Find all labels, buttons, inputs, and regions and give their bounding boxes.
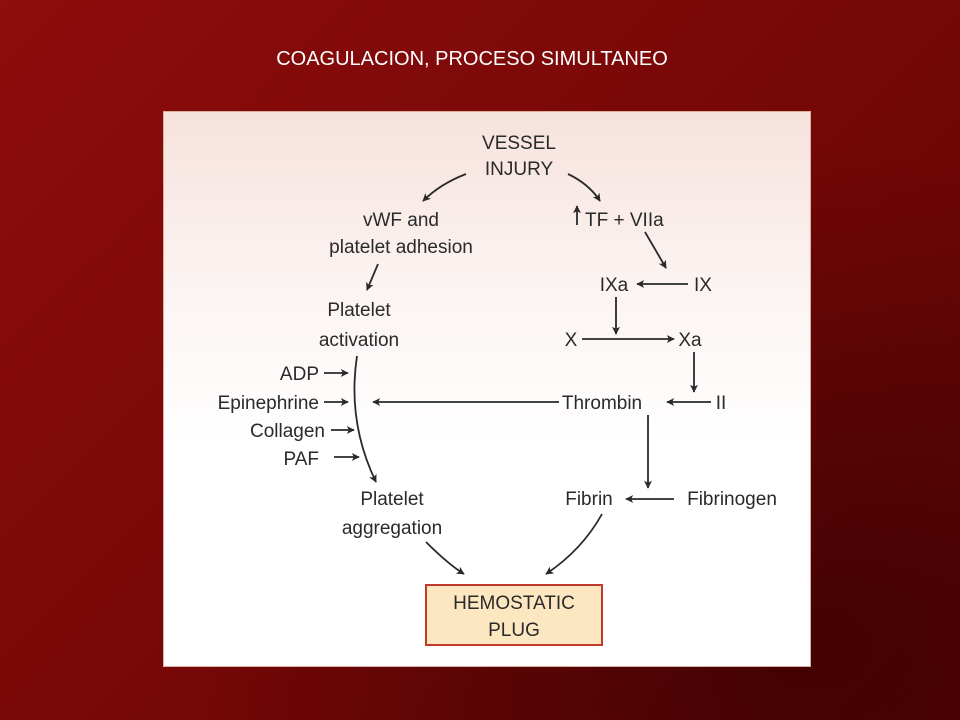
thrombin-label: Thrombin: [562, 393, 642, 414]
arrow-tf-to-ixa: [644, 231, 667, 269]
platelet-aggregation-label-2: aggregation: [342, 518, 442, 539]
vessel-injury-label-2: INJURY: [485, 159, 554, 180]
fibrinogen-label: Fibrinogen: [687, 489, 777, 510]
hemostatic-plug-label-1: HEMOSTATIC: [453, 593, 575, 614]
vwf-adhesion-label-2: platelet adhesion: [329, 237, 473, 258]
agonist-epinephrine-label: Epinephrine: [218, 393, 319, 414]
x-label: X: [565, 330, 578, 351]
agonist-collagen-label: Collagen: [250, 421, 325, 442]
coagulation-diagram: VESSEL INJURY vWF and platelet adhesion …: [163, 111, 811, 667]
arrow-fibrin-to-plug: [545, 513, 603, 575]
arrow-vwf-to-activation: [366, 263, 379, 291]
arrow-injury-to-vwf: [422, 173, 467, 202]
vessel-injury-label-1: VESSEL: [482, 133, 556, 154]
xa-label: Xa: [678, 330, 702, 351]
agonist-adp-label: ADP: [280, 364, 319, 385]
tf-viia-label: TF + VIIa: [585, 210, 664, 231]
agonist-paf-label: PAF: [283, 449, 319, 470]
fibrin-label: Fibrin: [565, 489, 613, 510]
hemostatic-plug-box: [425, 584, 603, 646]
platelet-activation-label-1: Platelet: [327, 300, 391, 321]
ii-label: II: [716, 393, 727, 414]
arrow-activation-to-aggregation: [353, 355, 377, 483]
vwf-adhesion-label-1: vWF and: [363, 210, 439, 231]
diagram-canvas: VESSEL INJURY vWF and platelet adhesion …: [218, 133, 777, 646]
slide-title: COAGULACION, PROCESO SIMULTANEO: [276, 48, 668, 70]
hemostatic-plug-label-2: PLUG: [488, 620, 540, 641]
arrow-injury-to-tf: [567, 173, 601, 202]
ix-label: IX: [694, 275, 712, 296]
arrow-aggregation-to-plug: [425, 541, 465, 575]
platelet-aggregation-label-1: Platelet: [360, 489, 424, 510]
ixa-label: IXa: [600, 275, 629, 296]
platelet-activation-label-2: activation: [319, 330, 399, 351]
